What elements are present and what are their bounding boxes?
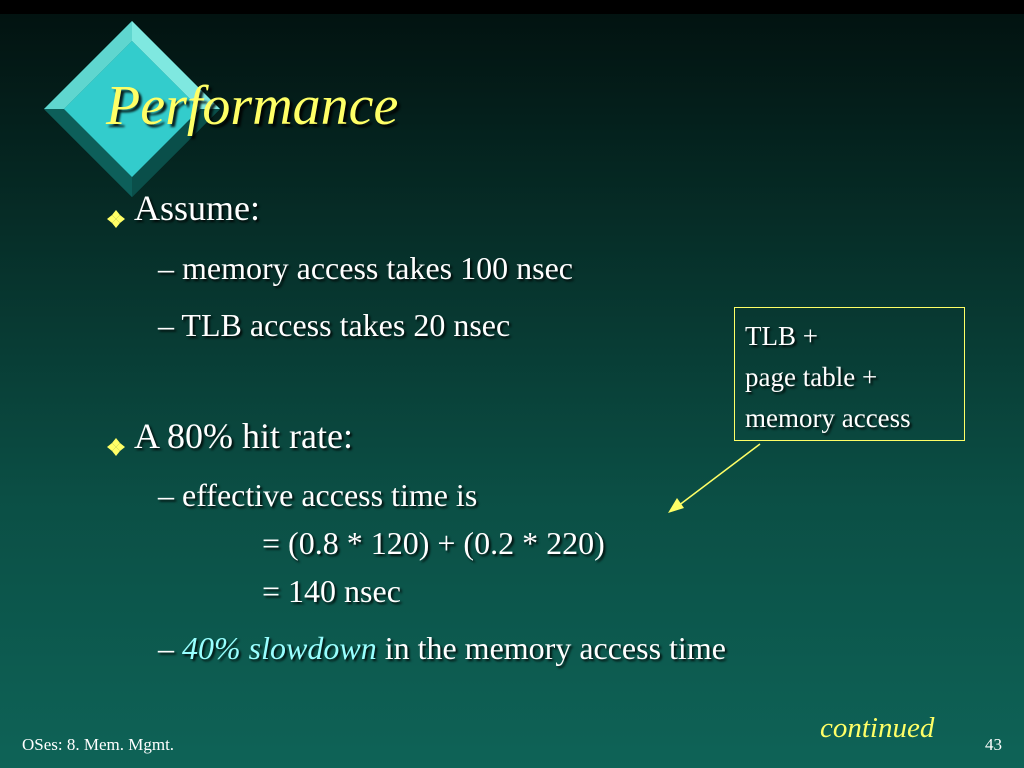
note-line-memory-access: memory access bbox=[745, 403, 911, 433]
diamond-bullet-icon bbox=[106, 427, 126, 456]
sub-item-memory-access: – memory access takes 100 nsec bbox=[158, 250, 573, 286]
bullet-hit-rate-text: A 80% hit rate: bbox=[134, 416, 353, 456]
bullet-assume-text: Assume: bbox=[134, 188, 260, 228]
note-line-page-table: page table + bbox=[745, 362, 878, 392]
sub-item-slowdown: – 40% slowdown in the memory access time bbox=[158, 632, 726, 664]
bullet-hit-rate: A 80% hit rate: bbox=[106, 416, 353, 456]
note-box: TLB + page table + memory access bbox=[734, 307, 965, 441]
diamond-bullet-icon bbox=[106, 199, 126, 228]
note-line-tlb: TLB + bbox=[745, 321, 818, 351]
teal-diamond-icon bbox=[44, 21, 220, 197]
footer-course-label: OSes: 8. Mem. Mgmt. bbox=[22, 735, 175, 754]
slowdown-accent: 40% slowdown bbox=[182, 630, 377, 666]
page-number: 43 bbox=[985, 735, 1002, 754]
continued-label: continued bbox=[820, 712, 935, 744]
slowdown-dash: – bbox=[158, 630, 182, 666]
formula-line: = (0.8 * 120) + (0.2 * 220) bbox=[262, 525, 605, 561]
slowdown-rest: in the memory access time bbox=[376, 630, 726, 666]
bullet-assume: Assume: bbox=[106, 188, 260, 228]
slide-title: Performance bbox=[106, 75, 399, 137]
result-line: = 140 nsec bbox=[262, 573, 401, 609]
top-bar bbox=[0, 0, 1024, 14]
sub-item-effective-access: – effective access time is bbox=[158, 477, 478, 513]
sub-item-tlb-access: – TLB access takes 20 nsec bbox=[158, 307, 511, 343]
